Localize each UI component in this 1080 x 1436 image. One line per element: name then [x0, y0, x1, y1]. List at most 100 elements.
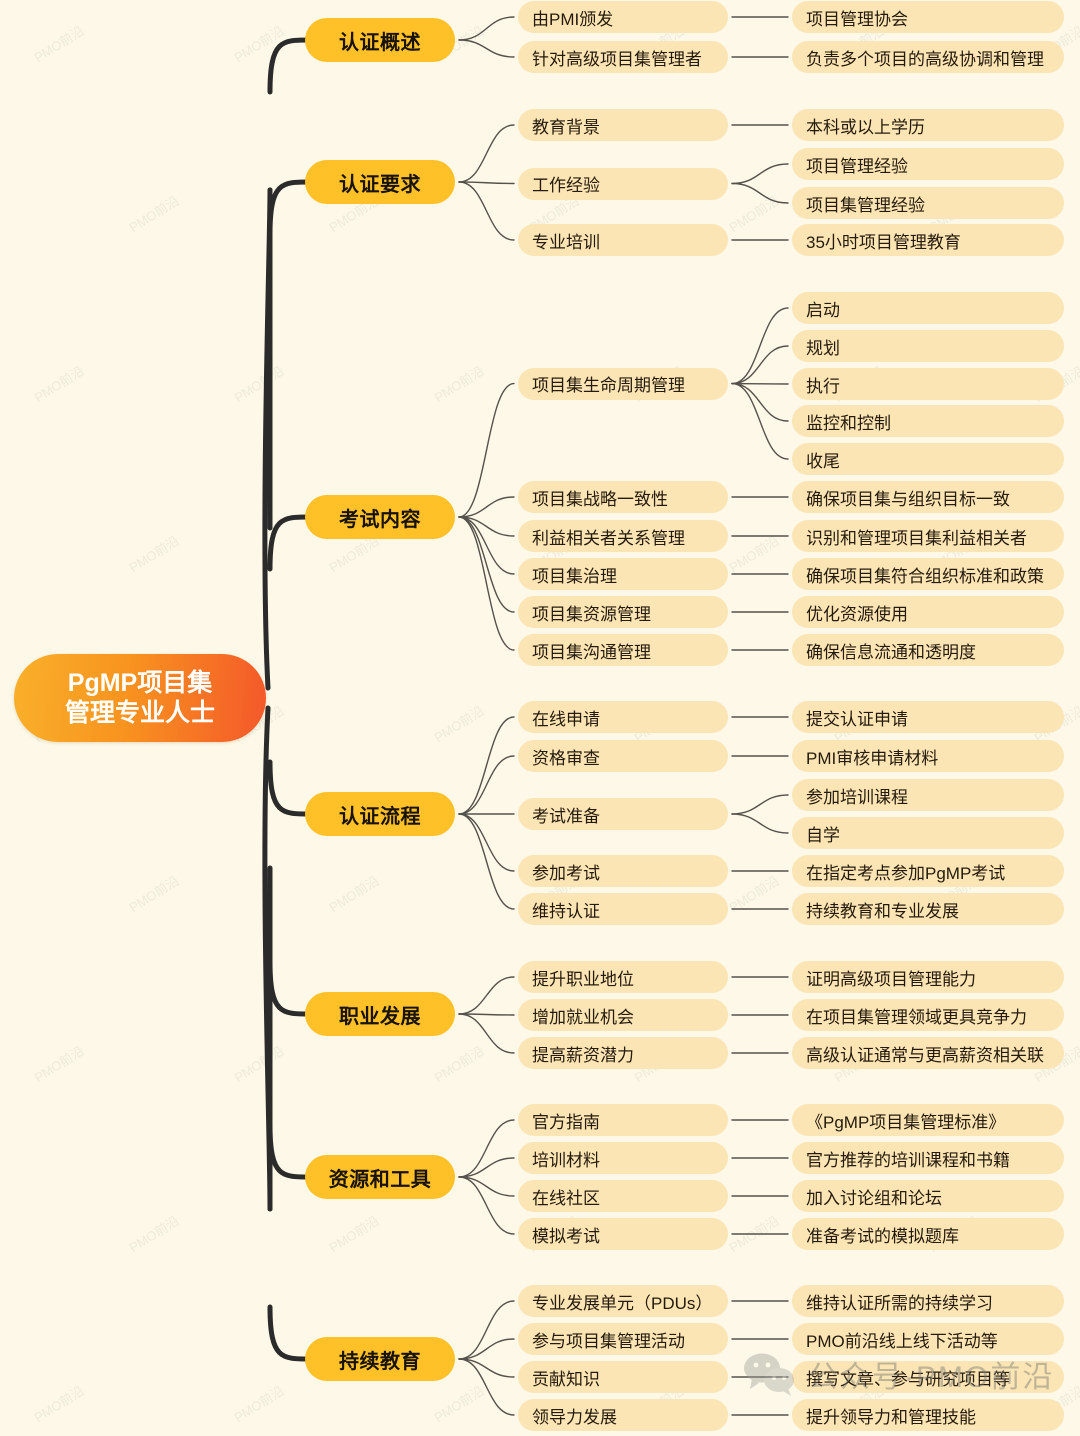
leaf-node[interactable]: 启动 [792, 292, 1064, 324]
leaf-node-label: 确保项目集符合组织标准和政策 [806, 566, 1044, 586]
sub-node[interactable]: 由PMI颁发 [518, 1, 728, 33]
sub-node[interactable]: 提高薪资潜力 [518, 1037, 728, 1069]
root-label-line2: 管理专业人士 [64, 699, 215, 727]
leaf-node[interactable]: 项目集管理经验 [792, 187, 1064, 219]
leaf-node[interactable]: 规划 [792, 330, 1064, 362]
leaf-node[interactable]: 提升领导力和管理技能 [792, 1399, 1064, 1431]
leaf-node-label: 维持认证所需的持续学习 [806, 1293, 993, 1313]
sub-node[interactable]: 参加考试 [518, 855, 728, 887]
leaf-node[interactable]: 在项目集管理领域更具竞争力 [792, 999, 1064, 1031]
background-watermark: PMO前沿 [126, 1213, 182, 1256]
leaf-node[interactable]: 优化资源使用 [792, 596, 1064, 628]
background-watermark: PMO前沿 [126, 533, 182, 576]
sub-node-label: 参加考试 [532, 863, 600, 883]
leaf-node[interactable]: 确保项目集与组织目标一致 [792, 481, 1064, 513]
sub-node-label: 培训材料 [532, 1150, 600, 1170]
branch-node-cert-requirements[interactable]: 认证要求 [305, 160, 455, 204]
leaf-node[interactable]: 官方推荐的培训课程和书籍 [792, 1142, 1064, 1174]
sub-node[interactable]: 官方指南 [518, 1104, 728, 1136]
leaf-node[interactable]: 准备考试的模拟题库 [792, 1218, 1064, 1250]
leaf-node[interactable]: 确保信息流通和透明度 [792, 634, 1064, 666]
connector-path [458, 976, 515, 1015]
leaf-node-label: 项目管理经验 [806, 156, 908, 176]
branch-label-cert-process: 认证流程 [339, 805, 421, 828]
connector-path [458, 124, 515, 183]
leaf-node[interactable]: 本科或以上学历 [792, 109, 1064, 141]
leaf-node[interactable]: 负责多个项目的高级协调和管理 [792, 41, 1064, 73]
leaf-node[interactable]: 项目管理协会 [792, 1, 1064, 33]
connector-path [458, 1358, 515, 1416]
leaf-node[interactable]: 识别和管理项目集利益相关者 [792, 520, 1064, 552]
sub-node-label: 官方指南 [532, 1112, 600, 1132]
leaf-node[interactable]: 自学 [792, 817, 1064, 849]
sub-node[interactable]: 领导力发展 [518, 1399, 728, 1431]
leaf-node[interactable]: 加入讨论组和论坛 [792, 1180, 1064, 1212]
connector-path [731, 382, 789, 460]
leaf-node[interactable]: 撰写文章、参与研究项目等 [792, 1361, 1064, 1393]
branch-node-resources-tools[interactable]: 资源和工具 [305, 1155, 455, 1199]
leaf-node[interactable]: 执行 [792, 368, 1064, 400]
sub-node[interactable]: 项目集资源管理 [518, 596, 728, 628]
sub-node[interactable]: 考试准备 [518, 798, 728, 830]
sub-node[interactable]: 专业培训 [518, 224, 728, 256]
leaf-node[interactable]: 确保项目集符合组织标准和政策 [792, 558, 1064, 590]
sub-node[interactable]: 项目集治理 [518, 558, 728, 590]
root-node[interactable]: PgMP项目集管理专业人士 [14, 654, 266, 742]
connector-path [458, 516, 515, 537]
leaf-node[interactable]: PMO前沿线上线下活动等 [792, 1323, 1064, 1355]
background-watermark: PMO前沿 [126, 873, 182, 916]
sub-node[interactable]: 针对高级项目集管理者 [518, 41, 728, 73]
leaf-node-label: 参加培训课程 [806, 787, 908, 807]
sub-node[interactable]: 贡献知识 [518, 1361, 728, 1393]
branch-node-exam-content[interactable]: 考试内容 [305, 495, 455, 539]
leaf-node-label: 项目管理协会 [806, 9, 908, 29]
leaf-node[interactable]: 提交认证申请 [792, 701, 1064, 733]
sub-node[interactable]: 项目集生命周期管理 [518, 367, 728, 400]
sub-node[interactable]: 利益相关者关系管理 [518, 520, 728, 552]
sub-node[interactable]: 项目集沟通管理 [518, 634, 728, 666]
connector-path [458, 716, 515, 815]
leaf-node-label: 监控和控制 [806, 413, 891, 433]
leaf-node[interactable]: 35小时项目管理教育 [792, 224, 1064, 256]
leaf-node-label: 负责多个项目的高级协调和管理 [806, 49, 1044, 69]
sub-node-label: 增加就业机会 [532, 1007, 634, 1027]
sub-node[interactable]: 参与项目集管理活动 [518, 1323, 728, 1355]
leaf-node[interactable]: 参加培训课程 [792, 779, 1064, 811]
leaf-node[interactable]: PMI审核申请材料 [792, 740, 1064, 772]
leaf-node[interactable]: 维持认证所需的持续学习 [792, 1285, 1064, 1317]
branch-node-career-development[interactable]: 职业发展 [305, 992, 455, 1036]
sub-node[interactable]: 维持认证 [518, 893, 728, 925]
background-watermark: PMO前沿 [31, 23, 87, 66]
leaf-node[interactable]: 高级认证通常与更高薪资相关联 [792, 1037, 1064, 1069]
sub-node[interactable]: 专业发展单元（PDUs） [518, 1285, 728, 1317]
branch-node-cert-overview[interactable]: 认证概述 [305, 18, 455, 62]
leaf-node[interactable]: 《PgMP项目集管理标准》 [792, 1104, 1064, 1136]
sub-node[interactable]: 工作经验 [518, 167, 728, 200]
connector-path [731, 813, 789, 834]
sub-node[interactable]: 提升职业地位 [518, 961, 728, 993]
sub-node-label: 参与项目集管理活动 [532, 1331, 685, 1351]
sub-node[interactable]: 增加就业机会 [518, 999, 728, 1031]
leaf-node[interactable]: 在指定考点参加PgMP考试 [792, 855, 1064, 887]
leaf-node[interactable]: 证明高级项目管理能力 [792, 961, 1064, 993]
background-watermark: PMO前沿 [431, 363, 487, 406]
leaf-node[interactable]: 监控和控制 [792, 405, 1064, 437]
connector-path [458, 1119, 515, 1178]
leaf-node[interactable]: 收尾 [792, 443, 1064, 475]
branch-node-cert-process[interactable]: 认证流程 [305, 792, 455, 836]
sub-node[interactable]: 在线社区 [518, 1180, 728, 1212]
leaf-node-label: 提交认证申请 [806, 709, 908, 729]
connector-path [267, 759, 312, 817]
leaf-node-label: PMI审核申请材料 [806, 748, 939, 768]
sub-node[interactable]: 教育背景 [518, 109, 728, 141]
leaf-node[interactable]: 项目管理经验 [792, 148, 1064, 180]
sub-node[interactable]: 资格审查 [518, 740, 728, 772]
sub-node[interactable]: 模拟考试 [518, 1218, 728, 1250]
leaf-node[interactable]: 持续教育和专业发展 [792, 893, 1064, 925]
sub-node[interactable]: 在线申请 [518, 701, 728, 733]
branch-node-continuing-education[interactable]: 持续教育 [305, 1337, 455, 1381]
sub-node[interactable]: 培训材料 [518, 1142, 728, 1174]
background-watermark: PMO前沿 [726, 193, 782, 236]
connector-path [458, 1300, 515, 1360]
sub-node[interactable]: 项目集战略一致性 [518, 481, 728, 513]
